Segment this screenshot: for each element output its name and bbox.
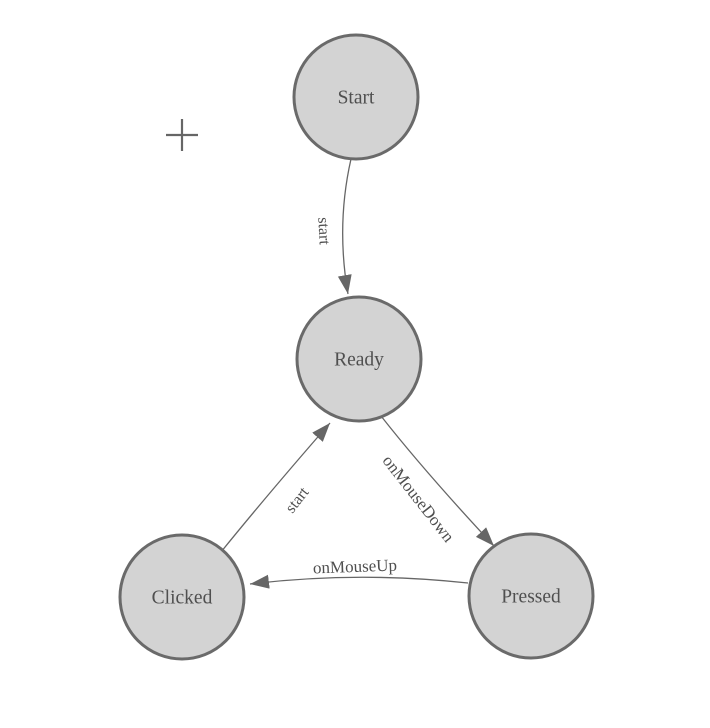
state-node-ready[interactable]: Ready	[295, 295, 423, 423]
edge-pressed-to-clicked[interactable]: onMouseUp	[249, 556, 469, 589]
state-node-clicked[interactable]: Clicked	[118, 533, 246, 661]
state-label-pressed: Pressed	[501, 587, 561, 608]
transition-line-ready-to-pressed[interactable]	[380, 415, 495, 547]
state-circle-start[interactable]	[292, 33, 420, 161]
state-circle-clicked[interactable]	[118, 533, 246, 661]
state-circle-ready[interactable]	[295, 295, 423, 423]
state-label-start: Start	[338, 88, 375, 109]
edge-ready-to-pressed[interactable]: onMouseDown	[379, 415, 495, 547]
state-label-ready: Ready	[334, 350, 384, 371]
transition-line-start-to-ready[interactable]	[337, 158, 352, 295]
transition-line-pressed-to-clicked[interactable]	[249, 574, 469, 589]
edge-label-onmousedown: onMouseDown	[379, 452, 459, 547]
state-label-clicked: Clicked	[152, 588, 213, 609]
edge-start-to-ready[interactable]: start	[314, 158, 352, 295]
state-node-start[interactable]: Start	[292, 33, 420, 161]
state-node-pressed[interactable]: Pressed	[467, 532, 595, 660]
edge-label-onmouseup: onMouseUp	[313, 556, 398, 578]
edge-label-start-to-ready: start	[314, 217, 332, 246]
crosshair-icon	[166, 119, 198, 151]
state-circle-pressed[interactable]	[467, 532, 595, 660]
edge-clicked-to-ready[interactable]: start	[220, 422, 331, 553]
transition-line-clicked-to-ready[interactable]	[220, 422, 331, 553]
edge-label-clicked-start: start	[282, 484, 313, 517]
